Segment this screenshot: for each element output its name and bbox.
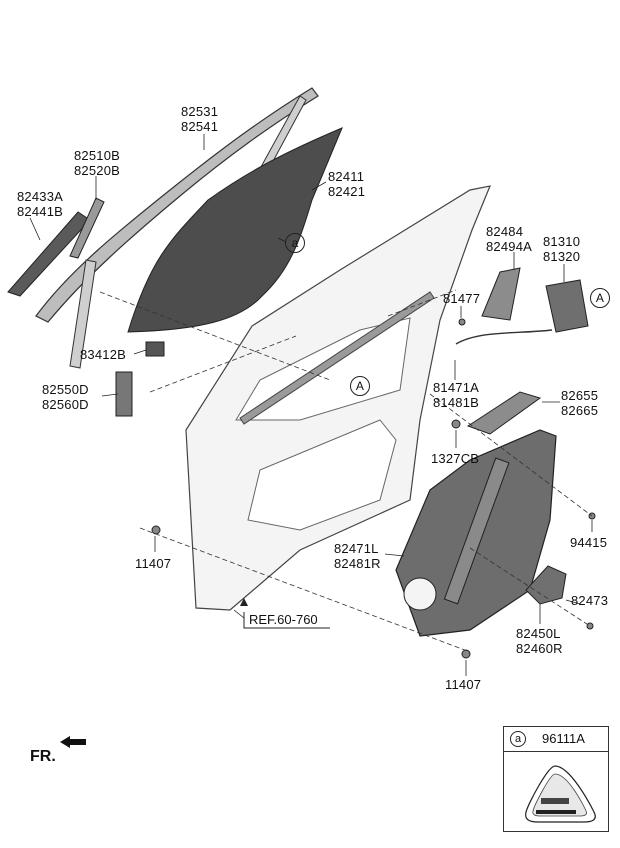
door-glass bbox=[127, 127, 343, 333]
marker-A-panel: A bbox=[350, 376, 370, 396]
callout-94415: 94415 bbox=[570, 535, 608, 550]
reference-label: REF.60-760 bbox=[249, 612, 318, 627]
bolt-1327cb bbox=[451, 419, 461, 429]
bolt-81477 bbox=[458, 318, 466, 326]
dashed-leaders bbox=[99, 289, 593, 653]
callout-82473: 82473 bbox=[571, 593, 609, 608]
solid-leaders bbox=[29, 134, 593, 676]
legend-header: a 96111A bbox=[504, 727, 608, 752]
latch-bracket bbox=[481, 267, 521, 321]
fr-arrow-icon bbox=[60, 736, 86, 748]
ref-bracket bbox=[243, 612, 330, 629]
door-frame-moulding bbox=[35, 87, 319, 323]
bolt-11407-left bbox=[151, 525, 161, 535]
ref-arrowhead bbox=[240, 598, 248, 606]
front-direction-label: FR. bbox=[30, 748, 56, 765]
callout-11407-left: 11407 bbox=[135, 556, 172, 571]
glass-clip bbox=[145, 341, 165, 357]
callout-11407-bottom: 11407 bbox=[445, 677, 482, 692]
door-latch bbox=[545, 279, 589, 333]
quarter-glass-trim bbox=[69, 197, 105, 259]
callout-83412b: 83412B bbox=[80, 347, 127, 362]
callout-1327cb: 1327CB bbox=[431, 451, 480, 466]
callout-81477: 81477 bbox=[443, 291, 481, 306]
legend-part-code: 96111A bbox=[542, 731, 585, 746]
regulator-rail bbox=[443, 457, 510, 605]
channel-holder bbox=[115, 371, 133, 417]
marker-A-latch: A bbox=[590, 288, 610, 308]
marker-a-glass: a bbox=[285, 233, 305, 253]
inside-handle bbox=[466, 391, 542, 435]
legend-symbol: a bbox=[510, 731, 526, 747]
security-badge-icon bbox=[525, 765, 596, 823]
bolt-11407-bottom bbox=[461, 649, 471, 659]
legend-box: a 96111A bbox=[503, 726, 609, 832]
bolt-82473 bbox=[586, 622, 594, 630]
speaker-hole bbox=[403, 577, 437, 611]
frame-lower-channel bbox=[69, 259, 97, 369]
door-opening-lower bbox=[247, 419, 397, 531]
window-motor bbox=[525, 565, 567, 605]
cable bbox=[455, 329, 553, 345]
